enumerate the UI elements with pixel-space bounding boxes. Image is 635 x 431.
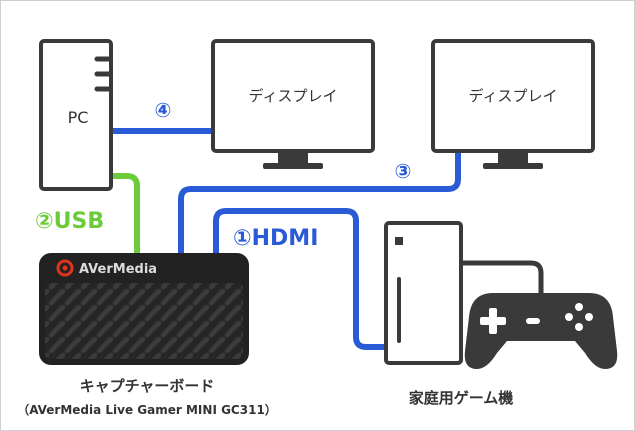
- connection-label-3: ③: [395, 159, 412, 183]
- connection-label-2: ②USB: [35, 209, 104, 234]
- display-right: ディスプレイ: [431, 39, 595, 169]
- pc-label: PC: [68, 108, 89, 127]
- display-right-label: ディスプレイ: [469, 87, 558, 105]
- console-label: 家庭用ゲーム機: [409, 389, 514, 407]
- cable-controller: [461, 260, 544, 293]
- gamepad-icon: [464, 293, 618, 369]
- display-left: ディスプレイ: [211, 39, 375, 169]
- connection-label-4: ④: [155, 98, 172, 122]
- capture-board-brand: AVerMedia: [79, 262, 157, 277]
- avermedia-logo-icon: [56, 259, 74, 277]
- game-console: 家庭用ゲーム機: [384, 221, 514, 407]
- display-left-label: ディスプレイ: [249, 87, 338, 105]
- connection-label-1: ①HDMI: [233, 226, 318, 251]
- capture-board-model: （AVerMedia Live Gamer MINI GC311）: [17, 402, 277, 417]
- cable-capture-to-display: [178, 141, 461, 253]
- capture-board: AVerMedia キャプチャーボード （AVerMedia Live Game…: [17, 253, 277, 417]
- capture-board-label: キャプチャーボード: [80, 377, 215, 395]
- cable-usb: [113, 173, 140, 253]
- cable-hdmi: [213, 208, 386, 350]
- pc-tower: PC: [39, 39, 113, 191]
